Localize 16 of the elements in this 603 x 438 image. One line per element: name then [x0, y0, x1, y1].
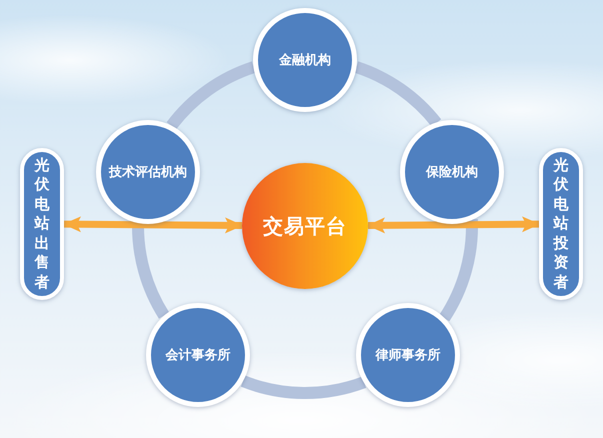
platform-label: 交易平台	[263, 212, 347, 240]
institution-label: 金融机构	[279, 52, 331, 69]
role-pill	[539, 148, 583, 300]
double-arrow	[63, 216, 243, 234]
ring-connector	[439, 219, 478, 322]
double-arrow	[367, 216, 540, 234]
institution-label: 技术评估机构	[109, 164, 187, 181]
institution-label: 保险机构	[426, 164, 478, 181]
role-label: 光伏电站出售者	[34, 156, 50, 292]
ring-connector	[166, 62, 256, 130]
role-label: 光伏电站投资者	[554, 156, 568, 292]
institution-label: 律师事务所	[376, 347, 440, 364]
ring-connector	[241, 375, 366, 399]
institution-label: 会计事务所	[166, 347, 230, 364]
role-pill	[20, 148, 64, 300]
ring-connector	[354, 62, 441, 127]
